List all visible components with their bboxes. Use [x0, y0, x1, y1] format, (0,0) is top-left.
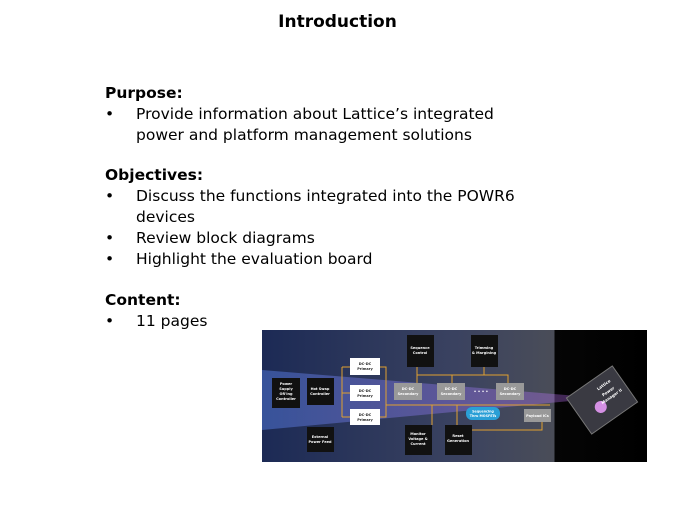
bullet: •: [105, 312, 115, 330]
slide-title: Introduction: [278, 12, 397, 32]
svg-text:Trimming& Margining: Trimming& Margining: [472, 346, 497, 355]
bullet: •: [105, 250, 115, 268]
bullet: •: [105, 229, 115, 247]
objectives-section: Objectives: • Discuss the functions inte…: [105, 165, 515, 270]
light-beam: [262, 370, 602, 430]
power-manager-chip: LatticePowerManager II: [565, 365, 639, 435]
purpose-heading: Purpose:: [105, 84, 183, 102]
bullet: •: [105, 105, 115, 123]
box-payload-ics: Payload ICs: [524, 409, 551, 422]
objective-item: • Review block diagrams: [105, 228, 515, 249]
objective-item: • Discuss the functions integrated into …: [105, 186, 515, 228]
objective-line: devices: [136, 208, 195, 226]
content-section: Content: • 11 pages: [105, 290, 207, 332]
purpose-item: • Provide information about Lattice’s in…: [105, 104, 494, 146]
objective-line: Highlight the evaluation board: [136, 250, 373, 268]
box-trimming-margining: Trimming& Margining: [471, 335, 498, 367]
ellipsis-dots: • • • •: [474, 389, 488, 394]
objectives-heading: Objectives:: [105, 166, 204, 184]
content-item: • 11 pages: [105, 311, 207, 332]
content-heading: Content:: [105, 291, 181, 309]
objective-line: Review block diagrams: [136, 229, 315, 247]
purpose-line: power and platform management solutions: [136, 126, 472, 144]
content-line: 11 pages: [136, 312, 208, 330]
objective-item: • Highlight the evaluation board: [105, 249, 515, 270]
bullet: •: [105, 187, 115, 205]
purpose-line: Provide information about Lattice’s inte…: [136, 105, 494, 123]
svg-text:Payload ICs: Payload ICs: [526, 414, 549, 418]
bus-lines: [341, 366, 550, 431]
purpose-section: Purpose: • Provide information about Lat…: [105, 83, 494, 146]
objective-line: Discuss the functions integrated into th…: [136, 187, 515, 205]
